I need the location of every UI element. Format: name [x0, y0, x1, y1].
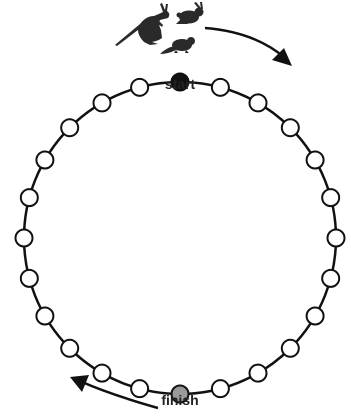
- track-node: [61, 340, 78, 357]
- beaver-icon: [160, 37, 195, 54]
- kangaroo-icon: [115, 3, 169, 46]
- track-node: [94, 94, 111, 111]
- direction-arrow-top: [205, 28, 292, 66]
- track-node: [322, 189, 339, 206]
- track-node: [21, 270, 38, 287]
- track-positions: [16, 74, 345, 403]
- track-node: [282, 340, 299, 357]
- track-node: [21, 189, 38, 206]
- track-node: [61, 119, 78, 136]
- track-node: [250, 365, 267, 382]
- track-node: [16, 230, 33, 247]
- rabbit-icon: [176, 2, 204, 24]
- finish-label: finish: [161, 392, 198, 408]
- track-node: [36, 308, 53, 325]
- arrow-top-shaft: [205, 28, 285, 58]
- track-node: [307, 152, 324, 169]
- track-node: [131, 380, 148, 397]
- track-node: [282, 119, 299, 136]
- track-node: [328, 230, 345, 247]
- track-node: [250, 94, 267, 111]
- track-node: [212, 79, 229, 96]
- track-node: [94, 365, 111, 382]
- track-node: [307, 308, 324, 325]
- start-label: start: [165, 76, 196, 92]
- track-node: [322, 270, 339, 287]
- track-node: [36, 152, 53, 169]
- track-node: [212, 380, 229, 397]
- track-node: [131, 79, 148, 96]
